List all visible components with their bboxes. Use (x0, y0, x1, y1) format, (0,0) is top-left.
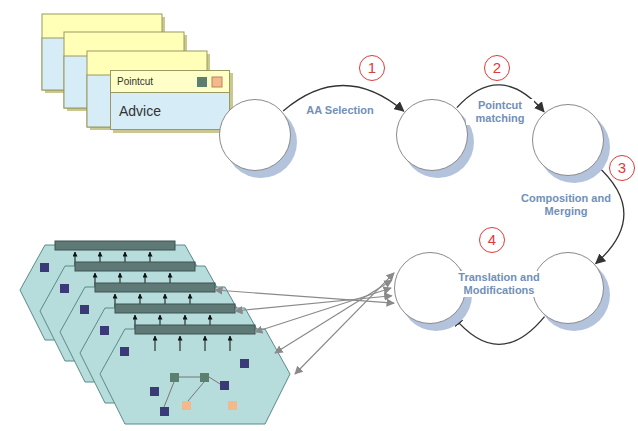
model-element (200, 373, 209, 382)
model-element (150, 387, 159, 396)
callout-number: 1 (359, 55, 385, 81)
model-bar (95, 283, 215, 292)
card-body-text: Advice (111, 93, 229, 129)
aspect-card: PointcutAdvice (110, 70, 230, 130)
model-element (80, 305, 89, 314)
edge-label: Composition and Merging (517, 192, 615, 217)
callout-number: 3 (609, 155, 635, 181)
mark-orange (212, 77, 222, 87)
card-heading: Pointcut (111, 71, 229, 93)
model-bar (75, 262, 195, 271)
state-circle (532, 104, 604, 176)
edge-label: Pointcut matching (466, 99, 534, 124)
pointcut-marks (195, 76, 225, 90)
model-element (60, 284, 69, 293)
mapping-arrow (235, 296, 392, 311)
mapping-arrow (215, 290, 394, 303)
model-element (240, 359, 249, 368)
model-bar (55, 241, 175, 250)
model-element (228, 401, 237, 410)
callout-number: 2 (484, 55, 510, 81)
mark-green (197, 77, 207, 87)
state-circle (396, 99, 468, 171)
model-bar (135, 325, 255, 334)
callout-number: 4 (479, 227, 505, 253)
edge-label: Translation and Modifications (454, 271, 544, 296)
model-element (220, 381, 229, 390)
mapping-arrow (275, 280, 392, 353)
model-element (120, 347, 129, 356)
model-element (182, 401, 191, 410)
up-arrow (180, 336, 181, 351)
model-link (164, 377, 220, 407)
mapping-arrow (255, 288, 391, 332)
process-arrow (453, 317, 544, 345)
model-bar (115, 304, 235, 313)
model-element (170, 373, 179, 382)
up-arrow (230, 336, 231, 351)
model-element (40, 263, 49, 272)
model-panel (100, 329, 290, 424)
model-element (100, 326, 109, 335)
model-element (160, 407, 169, 416)
up-arrow (155, 336, 156, 351)
edge-label: AA Selection (305, 104, 374, 117)
mapping-arrow (295, 273, 394, 374)
up-arrow (205, 336, 206, 351)
state-circle (219, 99, 291, 171)
